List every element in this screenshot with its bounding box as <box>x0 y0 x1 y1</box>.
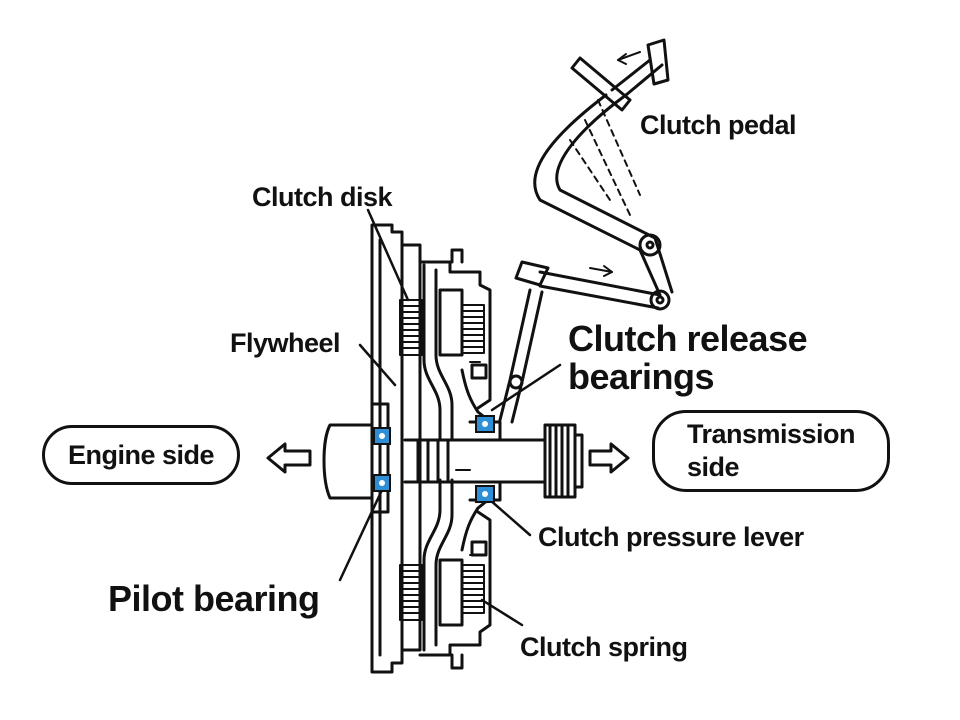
release-fork-shape <box>498 260 671 424</box>
friction-pads-shape <box>399 299 423 621</box>
motion-arrows-shape <box>455 51 641 556</box>
clutch-pedal-shape <box>533 38 674 297</box>
left-arrow-icon <box>266 442 312 474</box>
clutch-disk-shape <box>422 263 454 652</box>
transmission-side-label-line1: Transmission <box>686 419 856 449</box>
transmission-side-badge: Transmission side <box>652 410 890 492</box>
flywheel-label: Flywheel <box>230 328 341 358</box>
leader-lines <box>338 208 562 627</box>
right-arrow-icon <box>588 442 630 474</box>
flywheel-shape <box>370 223 422 674</box>
transmission-shaft-shape <box>403 423 584 499</box>
bearings-shape <box>373 415 495 503</box>
engine-shaft-shape <box>322 402 390 514</box>
engine-side-badge: Engine side <box>42 425 240 485</box>
clutch-disk-label: Clutch disk <box>252 182 393 212</box>
pressure-levers-shape <box>460 363 490 557</box>
engine-side-label: Engine side <box>67 439 215 470</box>
clutch-pedal-label: Clutch pedal <box>640 110 797 140</box>
clutch-release-label-line1: Clutch release <box>568 318 808 359</box>
pressure-plate-shape <box>418 248 492 670</box>
clutch-pressure-lever-label: Clutch pressure lever <box>538 522 804 552</box>
clutch-springs-shape <box>461 304 485 614</box>
transmission-side-label-line2: side <box>686 452 740 482</box>
clutch-release-label-line2: bearings <box>568 356 715 397</box>
pilot-bearing-label: Pilot bearing <box>108 578 320 619</box>
clutch-spring-label: Clutch spring <box>520 632 688 662</box>
